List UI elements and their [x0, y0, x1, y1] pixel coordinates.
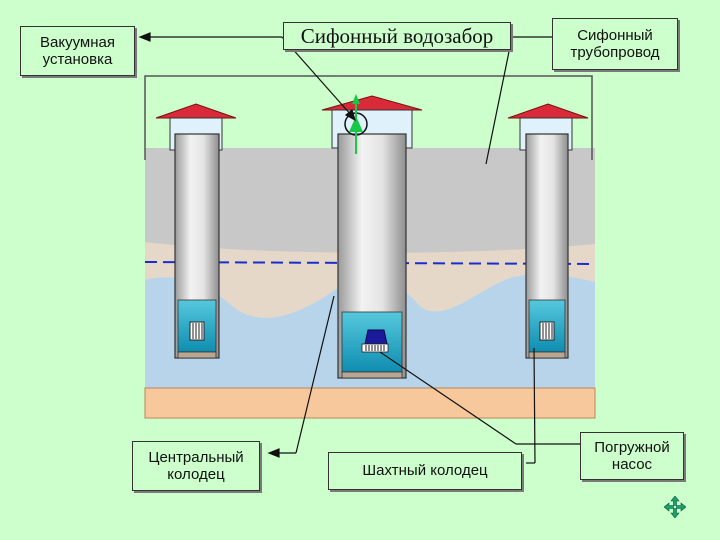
central-well — [321, 94, 423, 379]
right-well-roof — [507, 103, 589, 119]
label-siphon-intake: Сифонный водозабор — [283, 22, 511, 50]
four-arrow-nav-icon[interactable] — [664, 496, 686, 518]
label-siphon-pipeline: Сифонный трубопровод — [552, 18, 678, 70]
pump-flow-arrow-top — [352, 94, 360, 104]
left-well — [155, 103, 237, 359]
right-well — [507, 103, 589, 359]
label-submersible-pump: Погружной насос — [580, 432, 684, 480]
leader-lines — [138, 32, 580, 464]
pump-flow-arrow — [349, 116, 363, 132]
left-well-bottom — [177, 351, 217, 359]
central-well-roof — [321, 95, 423, 111]
right-well-bottom — [528, 351, 566, 359]
left-well-roof — [155, 103, 237, 119]
label-central-well: Центральный колодец — [132, 441, 260, 491]
label-vacuum-unit: Вакуумная установка — [20, 26, 135, 76]
label-shaft-well: Шахтный колодец — [328, 452, 522, 490]
central-well-bottom — [341, 371, 403, 379]
siphon-pipeline — [144, 75, 593, 160]
submersible-pump-body — [364, 329, 388, 345]
bedrock-layer — [144, 387, 596, 419]
